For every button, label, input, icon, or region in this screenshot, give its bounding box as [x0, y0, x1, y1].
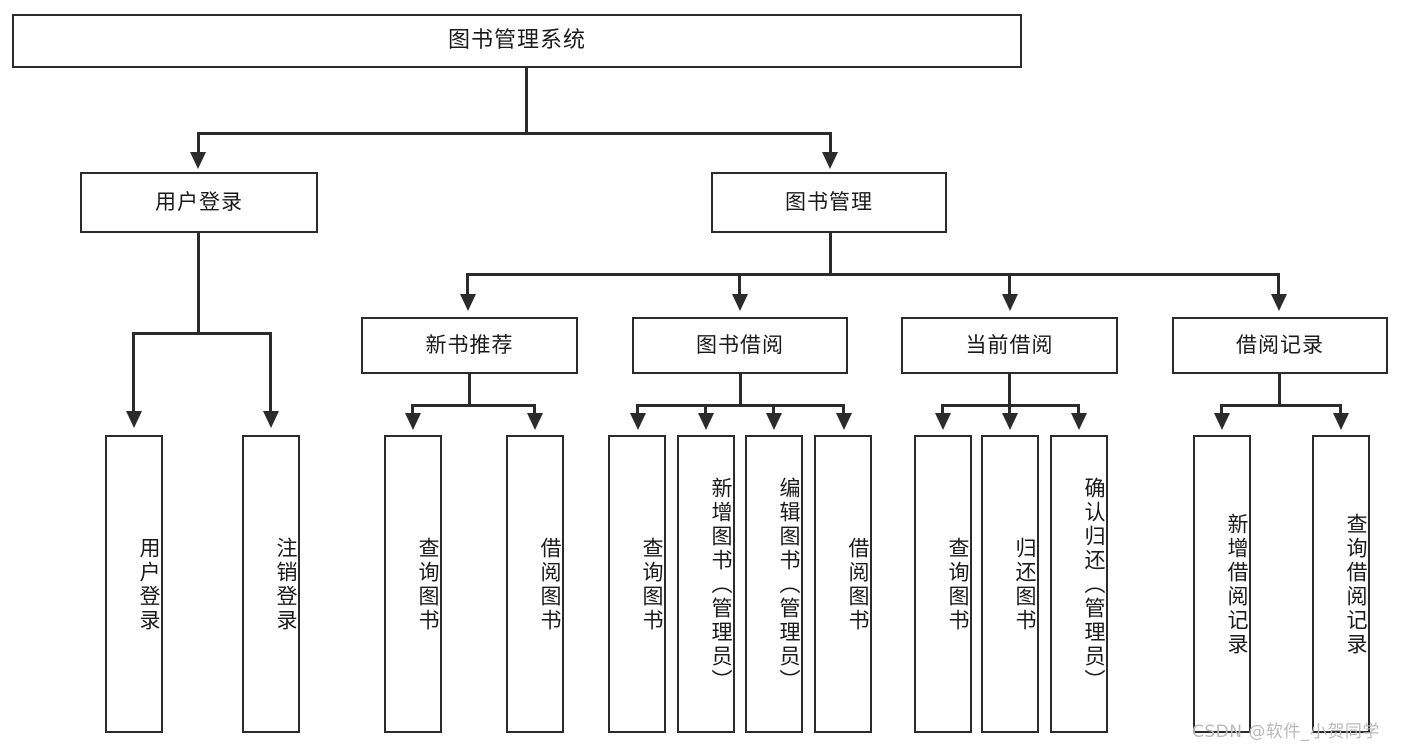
- node-label: 新书推荐: [425, 332, 514, 357]
- node-user-login[interactable]: 用户登录: [80, 172, 318, 233]
- arrow-down-icon: [766, 413, 782, 430]
- node-label: 归还图书: [1013, 537, 1037, 633]
- leaf-query-book-current[interactable]: 查询图书: [914, 435, 972, 733]
- leaf-edit-book-admin[interactable]: 编辑图书（管理员）: [745, 435, 803, 733]
- node-label: 查询图书: [946, 537, 970, 633]
- node-label: 用户登录: [137, 537, 161, 633]
- arrow-down-icon: [1271, 294, 1287, 311]
- leaf-add-book-admin[interactable]: 新增图书（管理员）: [677, 435, 735, 733]
- node-label: 用户登录: [155, 189, 243, 214]
- connector-root-to-book-manage: [829, 132, 832, 156]
- arrow-down-icon: [630, 413, 646, 430]
- connector-borrow-record-stem: [1278, 374, 1281, 406]
- node-label: 注销登录: [274, 537, 298, 633]
- connector-root-bus: [197, 132, 832, 135]
- node-label: 编辑图书（管理员）: [777, 477, 801, 693]
- leaf-confirm-return-admin[interactable]: 确认归还（管理员）: [1050, 435, 1108, 733]
- connector-user-login-stem: [197, 233, 200, 334]
- arrow-down-icon: [698, 413, 714, 430]
- leaf-return-book[interactable]: 归还图书: [981, 435, 1039, 733]
- leaf-borrow-book[interactable]: 借阅图书: [814, 435, 872, 733]
- connector-current-borrow-stem: [1008, 374, 1011, 406]
- leaf-borrow-book-newbook[interactable]: 借阅图书: [506, 435, 564, 733]
- connector-book-borrow-bus: [636, 404, 845, 407]
- connector-user-login-leaf1: [132, 332, 135, 414]
- connector-user-login-bus: [132, 332, 272, 335]
- node-label: 新增图书（管理员）: [709, 477, 733, 693]
- arrow-down-icon: [1002, 413, 1018, 430]
- arrow-down-icon: [1002, 294, 1018, 311]
- node-label: 当前借阅: [965, 332, 1054, 357]
- node-new-book-recommend[interactable]: 新书推荐: [361, 317, 578, 374]
- leaf-logout[interactable]: 注销登录: [242, 435, 300, 733]
- node-label: 借阅图书: [846, 537, 870, 633]
- connector-book-manage-stem: [829, 233, 832, 275]
- watermark-text: CSDN @软件_小贺同学: [1192, 722, 1380, 742]
- leaf-user-login[interactable]: 用户登录: [105, 435, 163, 733]
- node-borrow-record[interactable]: 借阅记录: [1172, 317, 1388, 374]
- node-label: 确认归还（管理员）: [1082, 477, 1106, 693]
- arrow-down-icon: [836, 413, 852, 430]
- connector-borrow-record-leaf2: [1339, 404, 1342, 416]
- arrow-down-icon: [1071, 413, 1087, 430]
- connector-book-borrow-leaf2: [704, 404, 707, 416]
- connector-new-book-stem: [468, 374, 471, 406]
- node-label: 查询图书: [416, 537, 440, 633]
- leaf-query-book-borrow[interactable]: 查询图书: [608, 435, 666, 733]
- connector-book-borrow-leaf1: [636, 404, 639, 416]
- connector-book-borrow-leaf3: [772, 404, 775, 416]
- arrow-down-icon: [126, 411, 142, 428]
- node-current-borrow[interactable]: 当前借阅: [901, 317, 1118, 374]
- node-label: 图书借阅: [696, 332, 784, 357]
- connector-book-borrow-stem: [739, 374, 742, 406]
- node-label: 图书管理: [785, 189, 873, 214]
- arrow-down-icon: [732, 294, 748, 311]
- node-root-system[interactable]: 图书管理系统: [12, 14, 1022, 68]
- connector-to-book-borrow: [738, 273, 741, 297]
- arrow-down-icon: [460, 294, 476, 311]
- arrow-down-icon: [1333, 413, 1349, 430]
- connector-current-borrow-leaf1: [941, 404, 944, 416]
- node-label: 借阅记录: [1236, 332, 1324, 357]
- connector-book-manage-bus: [466, 273, 1280, 276]
- arrow-down-icon: [405, 413, 421, 430]
- connector-new-book-leaf1: [411, 404, 414, 416]
- connector-borrow-record-bus: [1220, 404, 1342, 407]
- node-label: 查询借阅记录: [1344, 513, 1368, 657]
- leaf-add-borrow-record[interactable]: 新增借阅记录: [1193, 435, 1251, 733]
- node-label: 查询图书: [640, 537, 664, 633]
- connector-root-stem: [525, 68, 528, 134]
- connector-current-borrow-leaf2: [1008, 404, 1011, 416]
- node-label: 借阅图书: [538, 537, 562, 633]
- node-label: 新增借阅记录: [1225, 513, 1249, 657]
- connector-book-borrow-leaf4: [842, 404, 845, 416]
- connector-to-new-book: [466, 273, 469, 297]
- arrow-down-icon: [527, 413, 543, 430]
- arrow-down-icon: [822, 152, 838, 169]
- leaf-query-book-newbook[interactable]: 查询图书: [384, 435, 442, 733]
- leaf-query-borrow-record[interactable]: 查询借阅记录: [1312, 435, 1370, 733]
- arrow-down-icon: [1214, 413, 1230, 430]
- node-label: 图书管理系统: [447, 27, 586, 53]
- node-book-management[interactable]: 图书管理: [711, 172, 947, 233]
- arrow-down-icon: [190, 152, 206, 169]
- connector-new-book-leaf2: [533, 404, 536, 416]
- arrow-down-icon: [263, 411, 279, 428]
- connector-current-borrow-leaf3: [1077, 404, 1080, 416]
- node-book-borrow[interactable]: 图书借阅: [632, 317, 848, 374]
- connector-borrow-record-leaf1: [1220, 404, 1223, 416]
- connector-new-book-bus: [411, 404, 536, 407]
- arrow-down-icon: [935, 413, 951, 430]
- connector-user-login-leaf2: [269, 332, 272, 414]
- connector-to-current-borrow: [1008, 273, 1011, 297]
- connector-root-to-user-login: [197, 132, 200, 156]
- connector-to-borrow-record: [1277, 273, 1280, 297]
